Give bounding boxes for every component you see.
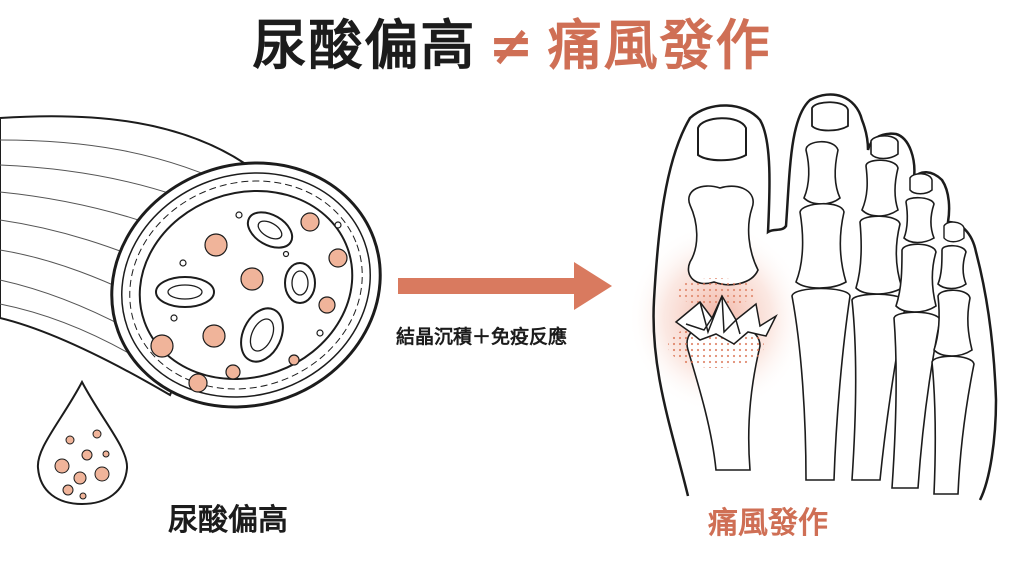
crystal-deposit [674, 294, 778, 345]
arrow-right-icon [398, 262, 612, 310]
left-caption: 尿酸偏高 [168, 503, 288, 538]
title-right: 痛風發作 [547, 14, 772, 77]
right-caption: 痛風發作 [708, 506, 828, 541]
arrow-caption: 結晶沉積＋免疫反應 [396, 326, 568, 348]
red-blood-cell [240, 307, 284, 363]
red-blood-cell [246, 211, 294, 249]
foot-illustration [628, 93, 998, 501]
urate-particles [150, 211, 348, 393]
red-blood-cells [155, 211, 316, 363]
red-blood-cell [155, 276, 215, 308]
toe-bones [686, 140, 975, 495]
red-blood-cell [284, 262, 316, 304]
page-title: 尿酸偏高≠痛風發作 [0, 12, 1024, 80]
blood-droplet [36, 379, 129, 506]
title-left: 尿酸偏高 [252, 14, 477, 77]
blood-vessel [0, 115, 382, 409]
not-equal-symbol: ≠ [488, 14, 536, 77]
